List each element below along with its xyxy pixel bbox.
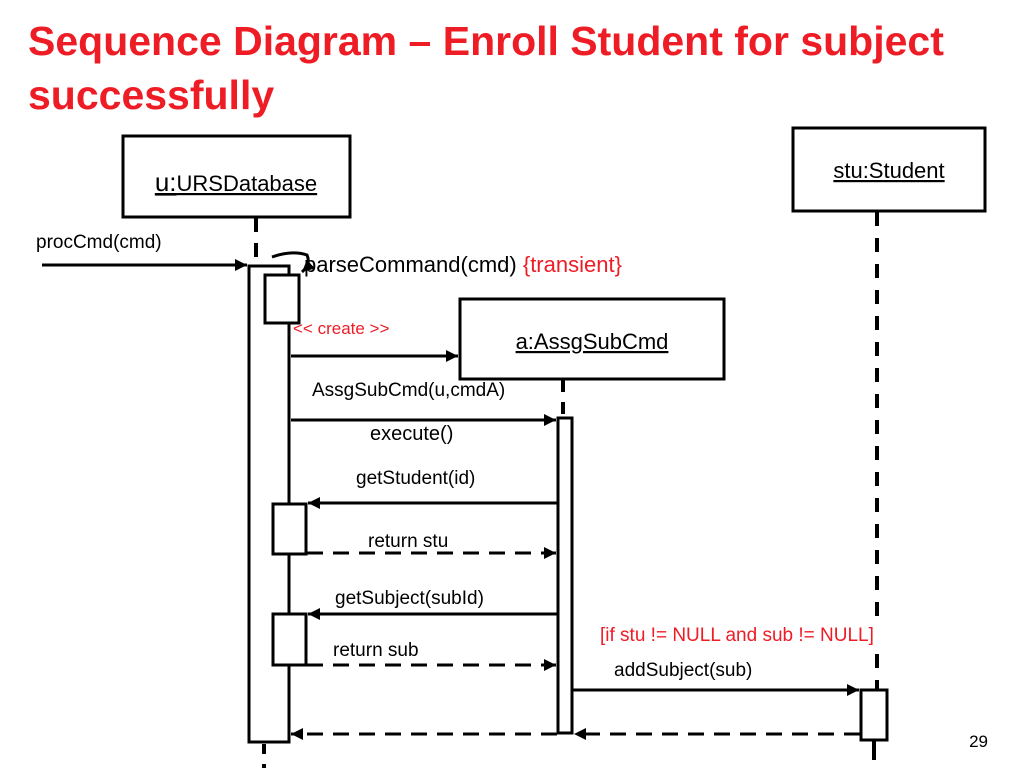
command-object-label: a:AssgSubCmd bbox=[516, 329, 669, 354]
database-object-prefix: u: bbox=[155, 167, 177, 197]
parse-command-activation bbox=[263, 273, 301, 325]
get-student-label: getStudent(id) bbox=[356, 468, 475, 489]
get-student-activation bbox=[271, 502, 308, 556]
student-object-label: stu:Student bbox=[833, 158, 944, 183]
parse-command-text: parseCommand(cmd) bbox=[304, 252, 523, 277]
command-activation-bar bbox=[556, 416, 574, 735]
slide-title: Sequence Diagram – Enroll Student for su… bbox=[28, 18, 944, 118]
command-object-box bbox=[458, 297, 726, 381]
execute-label: execute() bbox=[370, 423, 453, 445]
guard-condition-label: [if stu != NULL and sub != NULL] bbox=[600, 625, 874, 646]
slide-number: 29 bbox=[969, 732, 988, 751]
get-subject-label: getSubject(subId) bbox=[335, 588, 484, 609]
transient-tag: {transient} bbox=[523, 252, 622, 277]
proc-cmd-label: procCmd(cmd) bbox=[36, 232, 162, 253]
database-object-name: URSDatabase bbox=[177, 171, 318, 196]
return-stu-label: return stu bbox=[368, 531, 448, 552]
parse-command-self-arrow bbox=[271, 251, 315, 274]
constructor-label: AssgSubCmd(u,cmdA) bbox=[312, 380, 505, 401]
add-subject-label: addSubject(sub) bbox=[614, 660, 752, 681]
student-object-box bbox=[791, 126, 987, 213]
return-sub-label: return sub bbox=[333, 640, 419, 661]
parse-command-label: parseCommand(cmd) {transient} bbox=[304, 252, 622, 277]
create-stereotype-label: << create >> bbox=[293, 319, 389, 338]
guard-label-background bbox=[598, 623, 936, 647]
get-subject-activation bbox=[271, 612, 308, 667]
database-object-label: u:URSDatabase bbox=[155, 167, 317, 197]
database-object-box bbox=[121, 134, 352, 219]
student-activation-bar bbox=[859, 688, 889, 742]
